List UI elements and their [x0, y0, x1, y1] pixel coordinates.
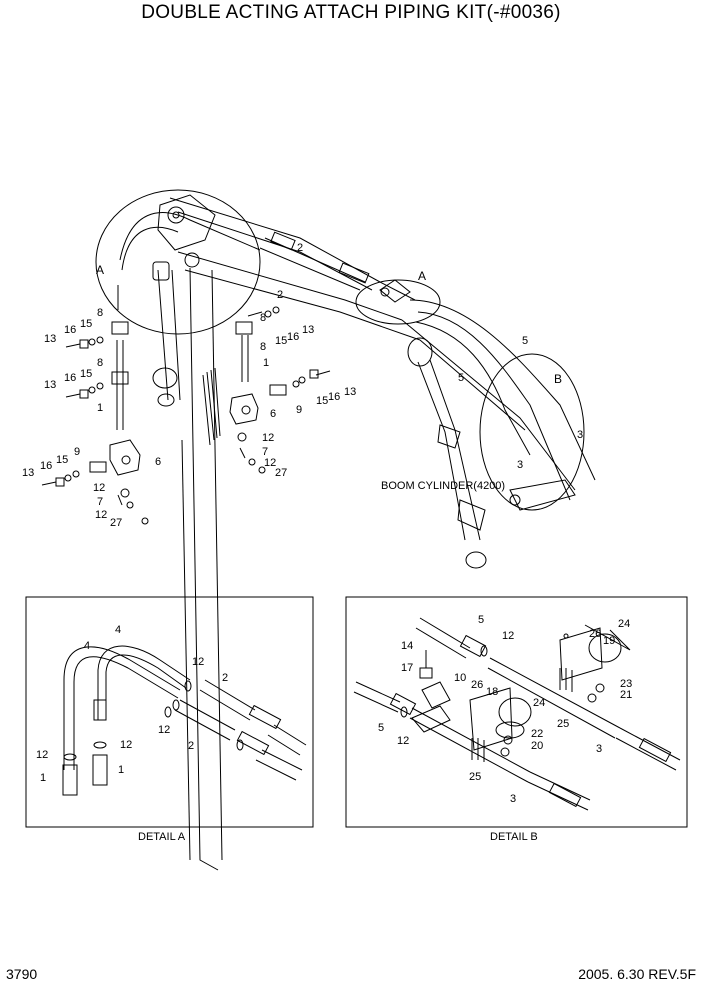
page-title: DOUBLE ACTING ATTACH PIPING KIT(-#0036)	[141, 2, 561, 23]
part-label-14: 14	[401, 640, 413, 652]
part-label-1: 1	[97, 402, 103, 414]
detail-a-caption: DETAIL A	[138, 831, 186, 843]
part-label-12: 12	[264, 457, 276, 469]
part-label-27: 27	[275, 467, 287, 479]
part-label-15: 15	[56, 454, 68, 466]
part-label-6: 6	[270, 408, 276, 420]
part-label-16: 16	[64, 324, 76, 336]
part-label-16: 16	[40, 460, 52, 472]
detail-a-frame	[25, 596, 314, 828]
right-pipe-assembly	[229, 321, 266, 474]
part-label-13: 13	[344, 386, 356, 398]
part-label-17: 17	[401, 662, 413, 674]
part-label-2: 2	[297, 242, 303, 254]
part-label-13: 13	[302, 324, 314, 336]
part-label-26: 26	[589, 628, 601, 640]
callout-detail-b: B	[554, 372, 562, 386]
boom-pipes	[117, 212, 596, 501]
part-label-1: 1	[118, 764, 124, 776]
part-label-10: 10	[454, 672, 466, 684]
part-label-24: 24	[618, 618, 630, 630]
detail-a-drawing	[62, 645, 307, 796]
part-label-19: 19	[603, 635, 615, 647]
part-label-5: 5	[478, 614, 484, 626]
part-label-8: 9	[296, 404, 302, 416]
part-label-1: 1	[263, 357, 269, 369]
detail-b-circle	[479, 353, 585, 511]
part-label-5: 5	[522, 335, 528, 347]
part-label-4: 4	[115, 624, 121, 636]
part-label-9: 8	[97, 357, 103, 369]
part-label-12: 12	[397, 735, 409, 747]
part-label-15: 15	[275, 335, 287, 347]
callout-detail-a-lower: A	[418, 269, 426, 283]
part-label-2: 2	[188, 740, 194, 752]
part-label-22: 22	[531, 728, 543, 740]
part-label-5: 5	[378, 722, 384, 734]
left-pipe-assembly	[109, 321, 149, 525]
part-label-27: 27	[110, 517, 122, 529]
part-label-3: 3	[517, 459, 523, 471]
detail-a-circle-lower	[355, 279, 441, 325]
page-number: 3790	[6, 966, 38, 982]
part-label-4: 4	[84, 640, 90, 652]
part-label-16: 16	[64, 372, 76, 384]
part-label-3: 3	[577, 429, 583, 441]
detail-a-labels: 4 4 12 12 12 12 2 2 1 1 DETAIL A	[36, 624, 228, 843]
detail-b-caption: DETAIL B	[490, 831, 538, 843]
part-label-3: 3	[510, 793, 516, 805]
part-label-12: 12	[158, 724, 170, 736]
detail-b-frame	[345, 596, 688, 828]
part-label-12: 12	[502, 630, 514, 642]
callout-detail-a-upper: A	[96, 263, 104, 277]
detail-a-circle-upper	[95, 189, 261, 335]
part-label-12: 12	[95, 509, 107, 521]
part-label-16: 16	[287, 331, 299, 343]
revision-date: 2005. 6.30 REV.5F	[578, 966, 696, 982]
part-label-5: 5	[458, 372, 464, 384]
part-label-12: 12	[93, 482, 105, 494]
part-label-12: 12	[36, 749, 48, 761]
part-label-25: 25	[469, 771, 481, 783]
part-label-13: 13	[44, 333, 56, 345]
part-label-12: 12	[262, 432, 274, 444]
detail-b-drawing	[353, 617, 681, 811]
part-label-15: 15	[80, 318, 92, 330]
part-label-1: 1	[40, 772, 46, 784]
part-label-15: 15	[316, 395, 328, 407]
part-label-2: 2	[277, 289, 283, 301]
part-label-13: 13	[44, 379, 56, 391]
part-label-20: 20	[531, 740, 543, 752]
boom-cylinder-label: BOOM CYLINDER(4200)	[381, 480, 505, 492]
part-label-15: 15	[80, 368, 92, 380]
part-label-18: 18	[486, 686, 498, 698]
part-label-2: 2	[222, 672, 228, 684]
arm-assembly	[152, 194, 576, 871]
part-label-26: 26	[471, 679, 483, 691]
part-label-9: 8	[260, 312, 266, 324]
part-label-25: 25	[557, 718, 569, 730]
part-label-24: 24	[533, 697, 545, 709]
part-label-9: 8	[97, 307, 103, 319]
part-label-23: 23	[620, 678, 632, 690]
part-label-7: 7	[97, 496, 103, 508]
part-label-16: 16	[328, 391, 340, 403]
main-labels: A A B BOOM CYLINDER(4200) 2 2 5 5 3 3 8 …	[22, 242, 583, 529]
part-label-21: 21	[620, 689, 632, 701]
detail-b-labels: 5 5 12 12 24 24 26 26 19 14 17 10 18 23 …	[378, 614, 632, 843]
bolt-hardware	[41, 306, 331, 487]
part-label-12: 12	[192, 656, 204, 668]
part-label-3: 3	[596, 743, 602, 755]
part-label-13: 13	[22, 467, 34, 479]
part-label-12: 12	[120, 739, 132, 751]
part-label-8: 9	[74, 446, 80, 458]
part-label-9: 8	[260, 341, 266, 353]
part-label-7: 7	[262, 446, 268, 458]
part-label-6: 6	[155, 456, 161, 468]
